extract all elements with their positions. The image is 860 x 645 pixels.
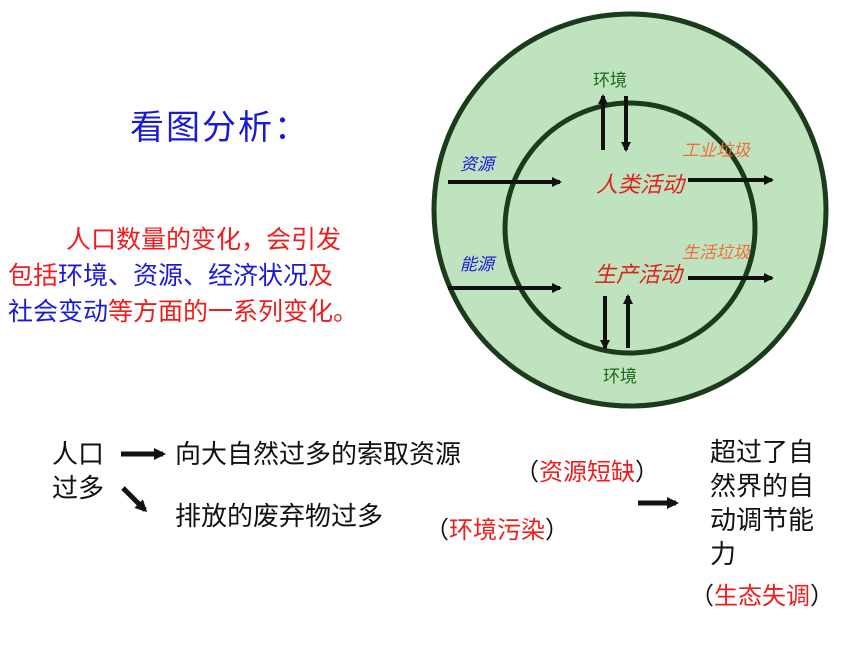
- inner-bottom-label: 生产活动: [594, 263, 685, 288]
- paragraph-line-3: 等方面的一系列变化。: [108, 297, 359, 326]
- paragraph-line-2-keywords: 环境、资源、经济状况: [58, 261, 309, 290]
- right-bottom-label: 生活垃圾: [682, 243, 751, 263]
- cause-line-1: 人口: [52, 440, 105, 470]
- outcome-line-3: 动调节能: [710, 506, 815, 536]
- outcome-line-2: 然界的自: [710, 472, 815, 502]
- inner-top-label: 人类活动: [596, 173, 687, 198]
- outcome-arrow: [638, 497, 679, 509]
- flow-outcome: 超过了自 然界的自 动调节能 力: [710, 436, 814, 572]
- circle-diagram: 人类活动 生产活动 资源 能源 工业垃圾 生活垃圾 环境 环境: [431, 11, 829, 409]
- page-title: 看图分析：: [130, 108, 310, 148]
- paragraph-line-3-keyword: 社会变动: [8, 297, 109, 326]
- right-top-label: 工业垃圾: [682, 141, 751, 161]
- outcome-line-4: 力: [710, 540, 737, 570]
- env-bottom-label: 环境: [603, 367, 637, 387]
- cause-arrows: [121, 448, 166, 513]
- outcome-line-1: 超过了自: [710, 438, 815, 468]
- cause-line-2: 过多: [52, 474, 105, 504]
- arrow-to-effect-2: [121, 486, 148, 513]
- flow-cause: 人口 过多: [52, 438, 104, 506]
- inner-ring: [502, 100, 758, 356]
- paragraph-line-2b: 及: [308, 261, 334, 290]
- effect-2-result: （环境污染）: [425, 516, 569, 544]
- env-top-label: 环境: [593, 71, 627, 91]
- effect-1-result: （资源短缺）: [515, 458, 659, 486]
- paragraph-line-1: 人口数量的变化，会引发: [66, 225, 342, 254]
- paragraph-line-2a: 包括: [8, 261, 59, 290]
- outcome-result: （生态失调）: [690, 582, 834, 610]
- effect-1: 向大自然过多的索取资源: [175, 440, 462, 470]
- left-bottom-label: 能源: [460, 255, 497, 275]
- effect-2: 排放的废弃物过多: [175, 502, 384, 532]
- left-top-label: 资源: [460, 155, 497, 175]
- description-paragraph: 人口数量的变化，会引发 包括环境、资源、经济状况及 社会变动等方面的一系列变化。: [8, 222, 428, 330]
